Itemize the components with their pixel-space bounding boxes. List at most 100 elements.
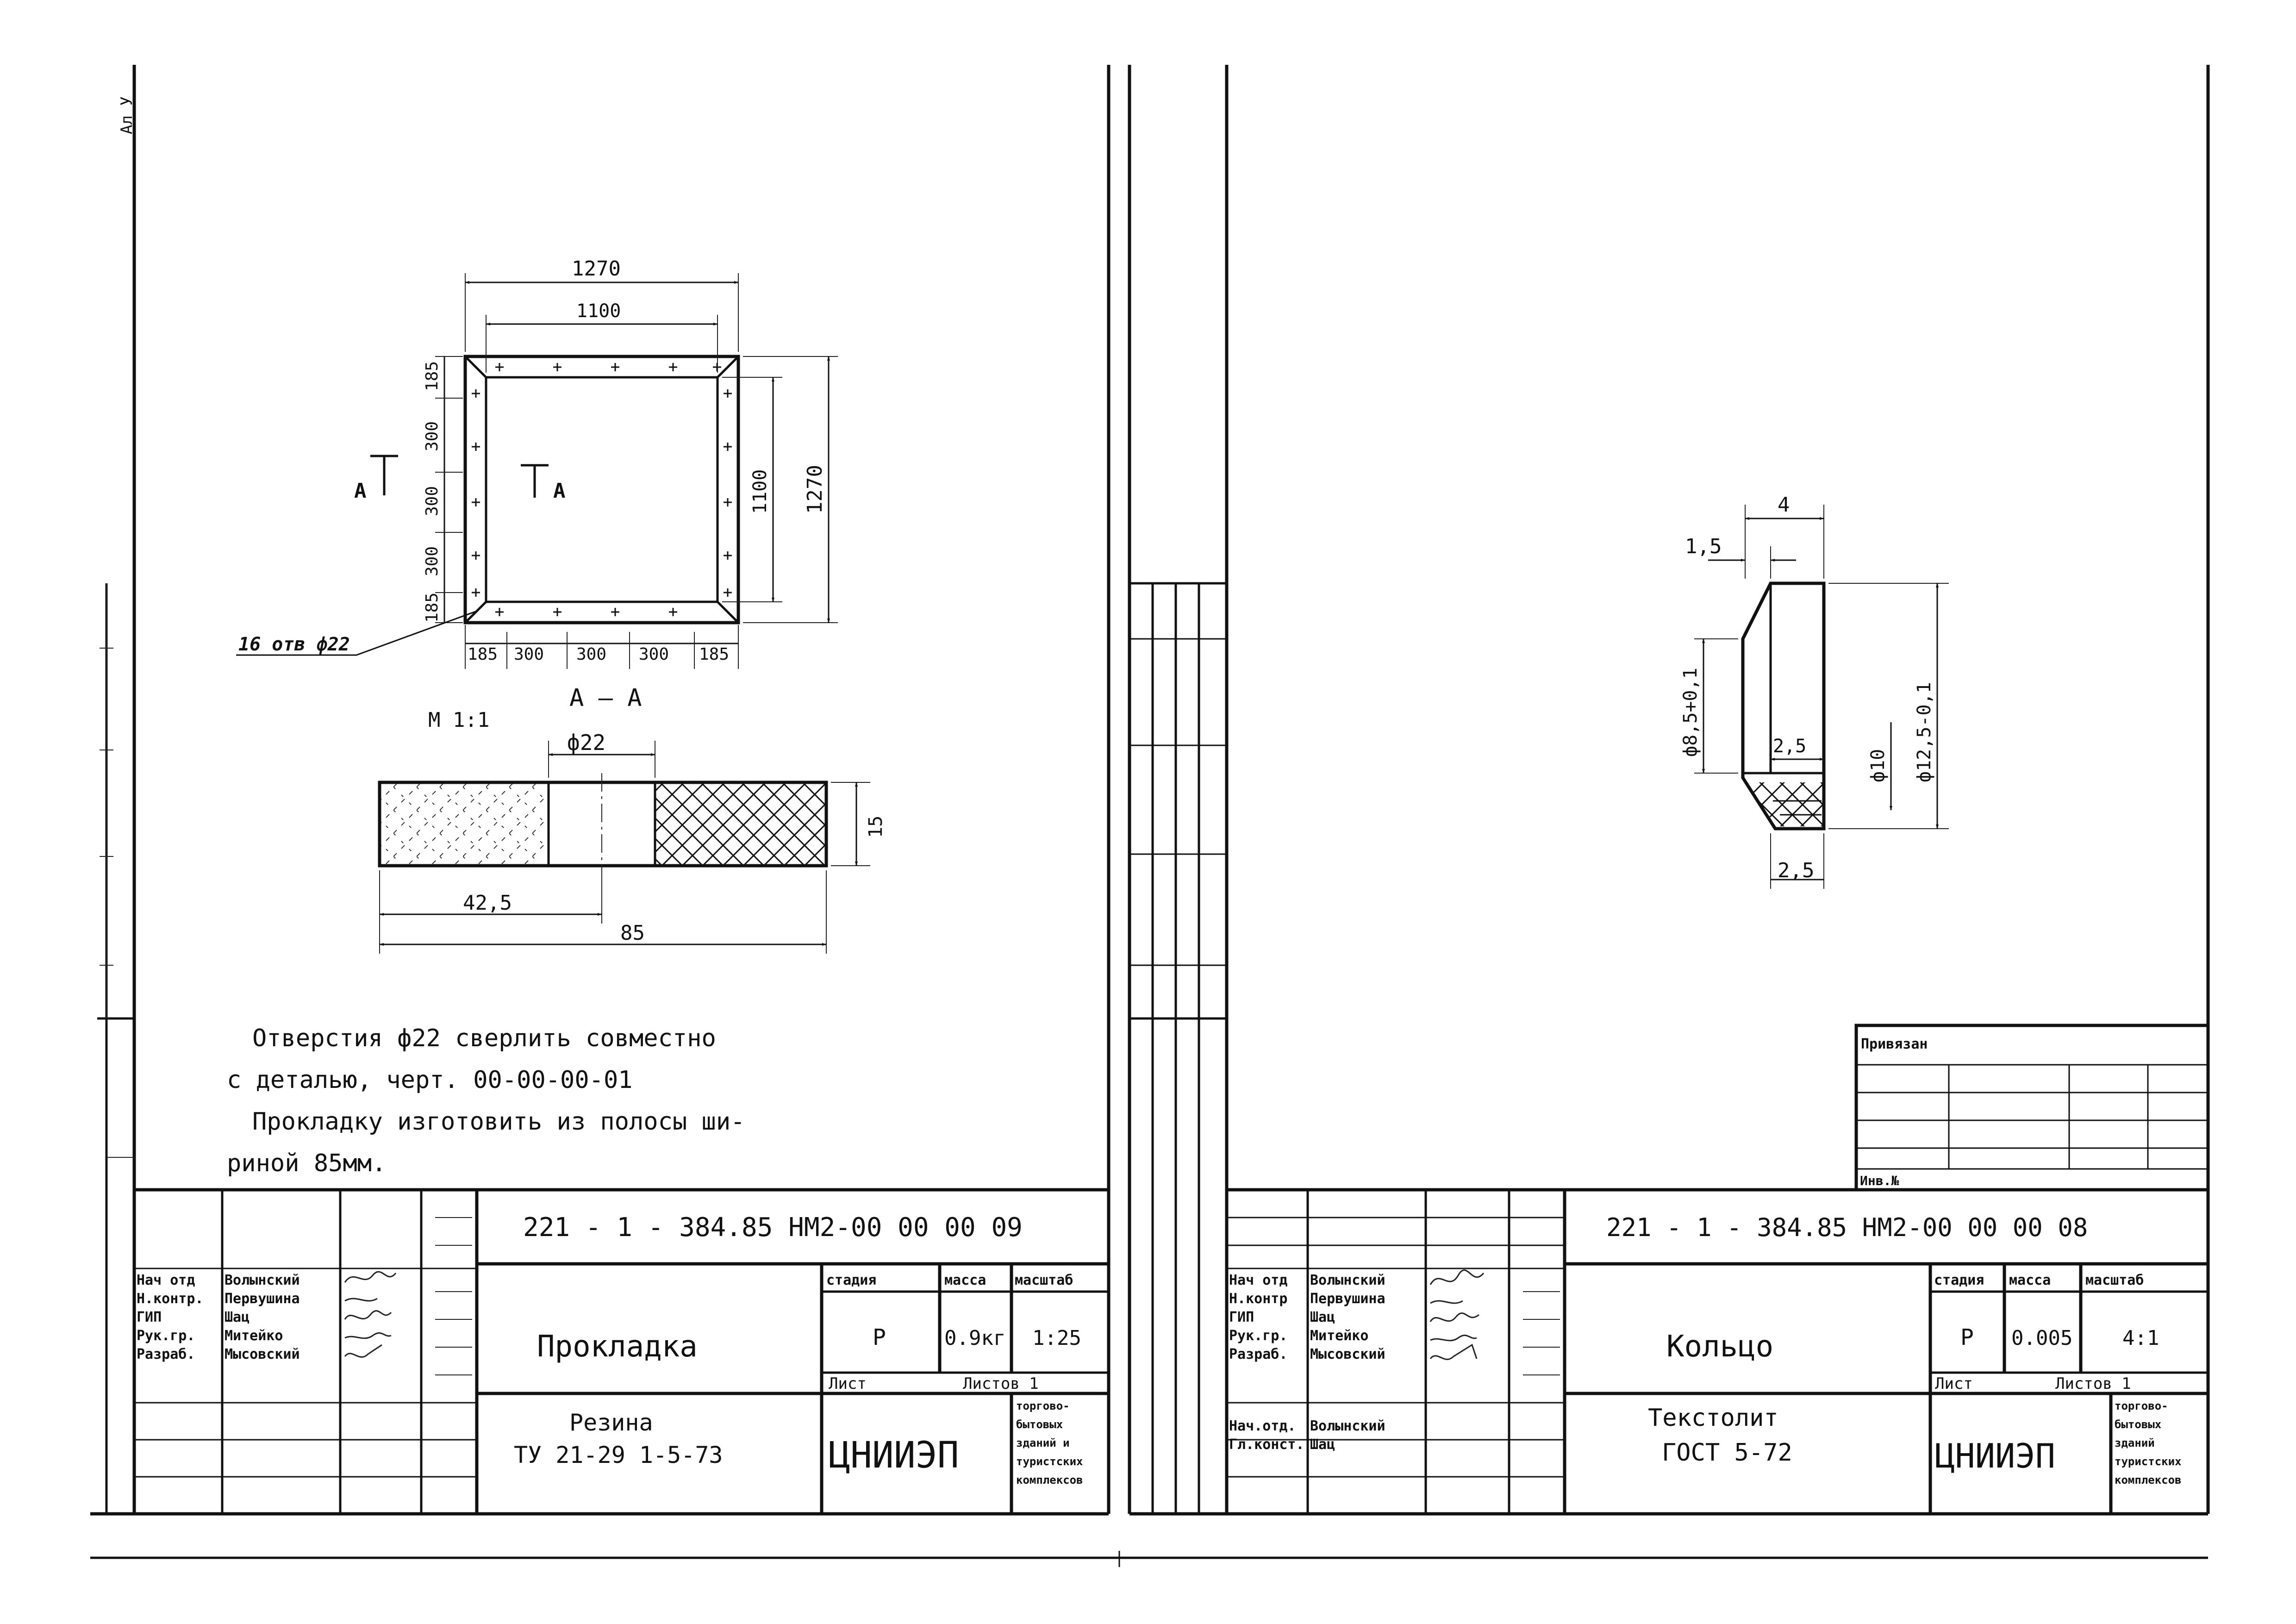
- left-dim-3: 300: [423, 486, 442, 516]
- right-org-sub-3: зданий: [2115, 1437, 2155, 1449]
- role-5: Разраб.: [137, 1346, 195, 1362]
- inv-label: Инв.№: [1860, 1173, 1899, 1188]
- right-material-1: Текстолит: [1648, 1404, 1778, 1432]
- holes-label: 16 отв ф22: [238, 634, 350, 655]
- bottom-dim-2: 300: [514, 645, 544, 664]
- right-org-sub-2: бытовых: [2115, 1418, 2161, 1431]
- right-frame: [1128, 65, 2210, 1516]
- ring-dim-inner-dia: ф8,5+0,1: [1680, 668, 1701, 757]
- right-sheets-label: Листов 1: [2055, 1374, 2131, 1393]
- ring-dim-width: 4: [1778, 493, 1790, 517]
- dim-outer-width: 1270: [572, 257, 621, 281]
- left-dim-5: 185: [423, 593, 442, 623]
- left-sheets-label: Листов 1: [963, 1374, 1039, 1393]
- r-role-3: ГИП: [1229, 1309, 1254, 1325]
- name-4: Митейко: [225, 1328, 283, 1344]
- left-signatures: [344, 1271, 397, 1358]
- right-org-sub-5: комплексов: [2115, 1474, 2182, 1487]
- name-2: Первушина: [225, 1291, 300, 1307]
- left-dim-4: 300: [423, 546, 442, 576]
- bottom-dim-4: 300: [639, 645, 669, 664]
- holes-leader: [236, 610, 477, 656]
- left-names: Волынский Первушина Шац Митейко Мысовски…: [225, 1272, 300, 1362]
- right-scale-header: масштаб: [2085, 1272, 2144, 1288]
- right-sheet-label: Лист: [1935, 1374, 1973, 1393]
- ring-dim-mid: 2,5: [1773, 736, 1806, 757]
- section-mark-left: [370, 455, 398, 495]
- right-roles: Нач отд Н.контр ГИП Рук.гр. Разраб. Нач.…: [1229, 1272, 1304, 1453]
- left-org-sub-1: торгово-: [1016, 1399, 1070, 1412]
- r-name-1: Волынский: [1310, 1272, 1385, 1288]
- left-org: ЦНИИЭП: [829, 1435, 959, 1476]
- section-dimensions: [379, 741, 870, 954]
- right-title-block: [1227, 1188, 2208, 1514]
- half-width-label: 42,5: [463, 891, 512, 915]
- r-name-3: Шац: [1310, 1309, 1335, 1325]
- left-material-1: Резина: [569, 1409, 653, 1436]
- left-dim-1: 185: [423, 361, 442, 391]
- r-role-1: Нач отд: [1229, 1272, 1287, 1288]
- note-line-3: Прокладку изготовить из полосы ши-: [252, 1108, 745, 1136]
- section-scale: М 1:1: [428, 708, 489, 732]
- ring-dim-bottom: 2,5: [1778, 859, 1814, 882]
- left-org-sub-4: туристских: [1016, 1455, 1083, 1468]
- role-2: Н.контр.: [137, 1291, 204, 1307]
- right-org-sub: торгово- бытовых зданий туристских компл…: [2115, 1399, 2182, 1487]
- dim-inner-height: 1100: [749, 469, 771, 514]
- bottom-dim-3: 300: [576, 645, 606, 664]
- left-material-2: ТУ 21-29 1-5-73: [514, 1442, 723, 1468]
- role-1: Нач отд: [137, 1272, 195, 1288]
- role-3: ГИП: [137, 1309, 162, 1325]
- left-org-sub-5: комплексов: [1016, 1474, 1083, 1487]
- bottom-dim-1: 185: [468, 645, 498, 664]
- r-role-2: Н.контр: [1229, 1291, 1287, 1307]
- margin-note: Ал У: [118, 96, 136, 134]
- r-role-4: Рук.гр.: [1229, 1328, 1287, 1344]
- r-extra-role-2: Гл.конст.: [1229, 1437, 1304, 1453]
- left-roles: Нач отд Н.контр. ГИП Рук.гр. Разраб.: [137, 1272, 204, 1362]
- r-extra-name-2: Шац: [1310, 1437, 1335, 1453]
- left-sheet-label: Лист: [829, 1374, 867, 1393]
- section-title: А — А: [569, 684, 642, 712]
- left-stage: Р: [873, 1324, 886, 1350]
- left-title-block: [134, 1188, 1109, 1514]
- right-stage: Р: [1960, 1324, 1974, 1350]
- section-letter-right: А: [553, 479, 566, 503]
- right-stage-header: стадия: [1934, 1272, 1984, 1288]
- left-part-name: Прокладка: [537, 1330, 698, 1364]
- bottom-chain-dimensions: [465, 625, 739, 669]
- gasket-plan-view: [463, 355, 740, 625]
- hole-dia-label: ф22: [567, 730, 605, 755]
- right-doc-number: 221 - 1 - 384.85 НМ2-00 00 00 08: [1606, 1213, 2088, 1242]
- r-name-2: Первушина: [1310, 1291, 1385, 1307]
- note-line-2: с деталью, черт. 00-00-00-01: [227, 1066, 633, 1094]
- ring-dimensions: [1694, 505, 1949, 889]
- bolt-holes: [472, 363, 732, 616]
- name-5: Мысовский: [225, 1346, 300, 1362]
- gasket-section: [378, 773, 828, 907]
- left-chain-dimensions: [435, 356, 463, 623]
- left-frame: [90, 65, 1111, 1516]
- role-4: Рук.гр.: [137, 1328, 195, 1344]
- section-letter-left: А: [354, 479, 367, 503]
- ring-dim-hole: ф10: [1867, 749, 1889, 782]
- left-org-sub-3: зданий и: [1016, 1437, 1070, 1449]
- right-dimensions: [722, 356, 838, 623]
- name-1: Волынский: [225, 1272, 300, 1288]
- right-org-sub-4: туристских: [2115, 1455, 2182, 1468]
- right-org-sub-1: торгово-: [2115, 1399, 2168, 1412]
- right-part-name: Кольцо: [1666, 1330, 1773, 1364]
- bottom-dim-5: 185: [699, 645, 729, 664]
- left-dim-2: 300: [423, 421, 442, 451]
- right-org: ЦНИИЭП: [1935, 1437, 2055, 1475]
- left-org-sub-2: бытовых: [1016, 1418, 1063, 1431]
- r-name-4: Митейко: [1310, 1328, 1368, 1344]
- thickness-label: 15: [865, 816, 886, 838]
- left-stage-header: стадия: [826, 1272, 876, 1288]
- r-extra-role-1: Нач.отд.: [1229, 1418, 1296, 1434]
- ring-dim-chamfer: 1,5: [1685, 535, 1722, 558]
- note-line-1: Отверстия ф22 сверлить совместно: [252, 1024, 716, 1052]
- left-doc-number: 221 - 1 - 384.85 НМ2-00 00 00 09: [523, 1212, 1023, 1243]
- left-org-sub: торгово- бытовых зданий и туристских ком…: [1016, 1399, 1083, 1487]
